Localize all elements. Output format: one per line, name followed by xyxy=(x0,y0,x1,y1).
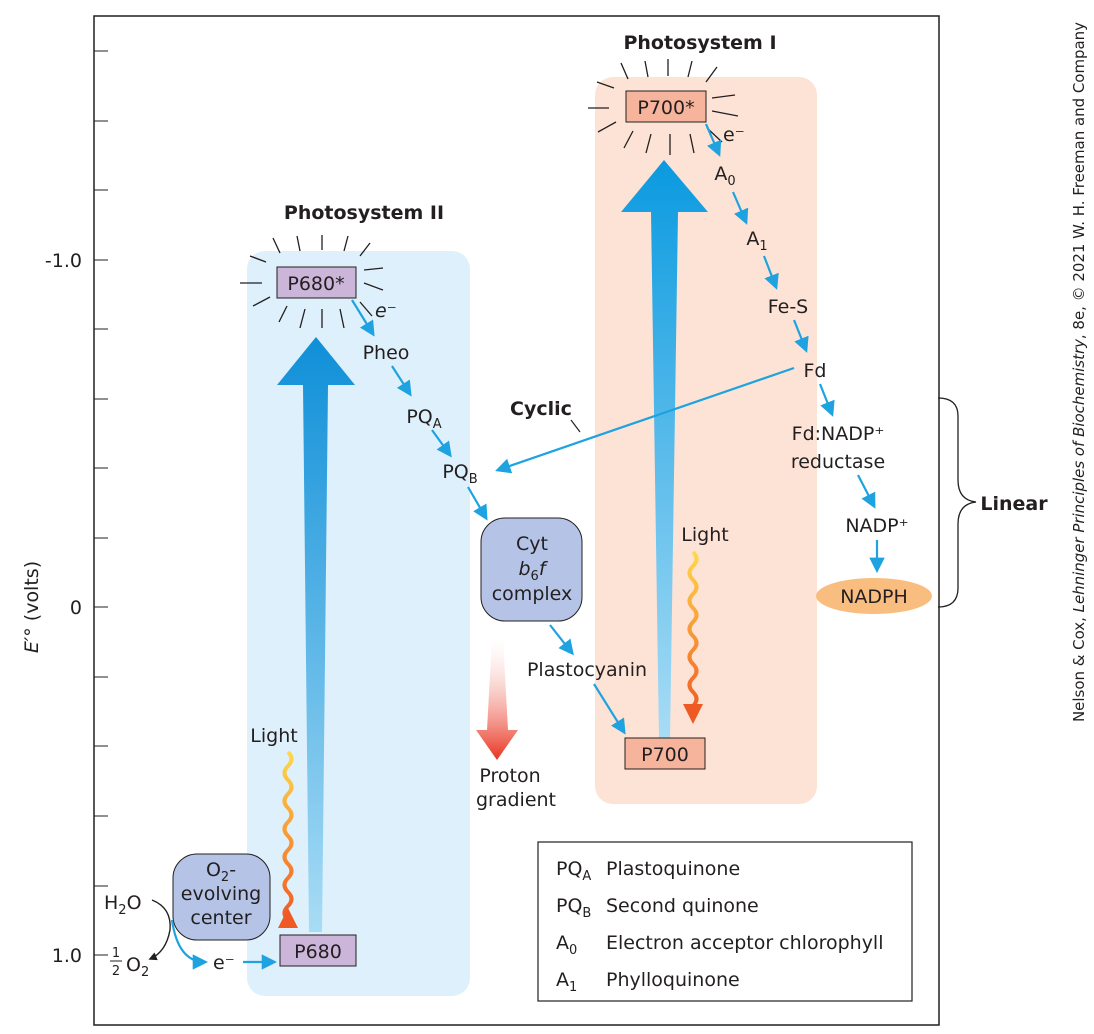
psi-region xyxy=(595,77,817,804)
reductase-label-2: reductase xyxy=(791,451,885,473)
psii-region xyxy=(247,251,470,996)
half-denominator: 2 xyxy=(112,964,120,979)
photosystem-i-title: Photosystem I xyxy=(623,32,776,54)
linear-label: Linear xyxy=(980,493,1048,515)
cyt-b6f-box xyxy=(480,517,583,622)
psi-light-label: Light xyxy=(681,524,728,546)
p680-excited-box xyxy=(276,266,357,299)
pqb-label: PQB xyxy=(442,461,477,487)
psii-light-wave xyxy=(278,750,298,928)
water-oxidation-arrow xyxy=(148,899,171,961)
tick-label-0: 0 xyxy=(70,597,82,619)
a1-label: A1 xyxy=(746,228,767,254)
psi-electron-label: e⁻ xyxy=(723,124,745,146)
svg-text:Plastoquinone: Plastoquinone xyxy=(606,858,740,880)
pqa-label: PQA xyxy=(406,406,441,432)
svg-text:Electron acceptor chlorophyll: Electron acceptor chlorophyll xyxy=(606,932,884,954)
svg-text:Second quinone: Second quinone xyxy=(606,895,759,917)
svg-text:Nelson & Cox, Lehninger Princi: Nelson & Cox, Lehninger Principles of Bi… xyxy=(1070,22,1088,722)
cyt-b6f-label: b6f xyxy=(518,558,548,584)
plastocyanin-label: Plastocyanin xyxy=(527,659,647,681)
fd-label: Fd xyxy=(804,360,827,382)
o2-evolving-center-box xyxy=(172,853,271,941)
svg-text:PQB: PQB xyxy=(556,895,591,921)
p680-box xyxy=(279,934,357,967)
svg-text:E′° (volts): E′° (volts) xyxy=(21,561,43,653)
water-label: H2O xyxy=(104,892,142,918)
electron-flow-arrows xyxy=(170,123,885,970)
psi-light-wave xyxy=(683,550,703,724)
oxygen-label: O2 xyxy=(126,954,149,980)
legend-row: A1 Phylloquinone xyxy=(556,969,740,995)
a0-label: A0 xyxy=(714,163,735,189)
cyt-complex-label: complex xyxy=(492,583,573,605)
svg-text:A1: A1 xyxy=(556,969,577,995)
o2-center-label-1: O2- xyxy=(206,859,236,885)
o2-center-label-3: center xyxy=(190,907,251,929)
reductase-label-1: Fd:NADP⁺ xyxy=(792,423,885,445)
psii-light-label: Light xyxy=(250,725,297,747)
svg-text:PQA: PQA xyxy=(556,858,591,884)
cyclic-label: Cyclic xyxy=(510,398,572,420)
svg-text:Phylloquinone: Phylloquinone xyxy=(606,969,740,991)
psi-excitation-arrow xyxy=(621,160,708,740)
p700-excited-box xyxy=(625,90,707,123)
psii-electron-label: e⁻ xyxy=(375,300,397,322)
psii-bottom-electron-label: e⁻ xyxy=(213,952,235,974)
o2-center-label-2: evolving xyxy=(181,883,261,905)
p700-box xyxy=(624,737,706,770)
linear-brace xyxy=(937,397,977,608)
p680-label: P680 xyxy=(294,941,342,963)
photosystem-ii-title: Photosystem II xyxy=(284,202,444,224)
tick-label-minus-1: -1.0 xyxy=(45,250,82,272)
svg-text:A0: A0 xyxy=(556,932,577,958)
psii-excitation-arrow xyxy=(277,337,355,932)
legend-box xyxy=(537,841,913,1002)
tick-label-1: 1.0 xyxy=(52,945,82,967)
nadp-label: NADP⁺ xyxy=(845,515,908,537)
proton-gradient-arrow xyxy=(476,638,518,760)
legend-row: PQA Plastoquinone xyxy=(556,858,740,884)
credit-line: Nelson & Cox, Lehninger Principles of Bi… xyxy=(1070,22,1088,722)
axis-ticks xyxy=(94,50,108,956)
half-numerator: 1 xyxy=(112,946,120,961)
fes-label: Fe-S xyxy=(768,296,809,318)
legend-row: PQB Second quinone xyxy=(556,895,759,921)
pheo-label: Pheo xyxy=(363,342,410,364)
nadph-label: NADPH xyxy=(840,586,908,608)
proton-gradient-label-1: Proton xyxy=(479,765,540,787)
cyt-label: Cyt xyxy=(516,533,548,555)
p680-excited-label: P680* xyxy=(287,273,344,295)
legend-row: A0 Electron acceptor chlorophyll xyxy=(556,932,884,958)
proton-gradient-label-2: gradient xyxy=(476,789,556,811)
p680-starburst xyxy=(240,235,384,329)
p700-excited-label: P700* xyxy=(637,97,694,119)
nadph-ellipse xyxy=(816,578,932,614)
p700-label: P700 xyxy=(641,744,689,766)
y-axis-label: E′° (volts) xyxy=(21,561,43,653)
cyclic-leader-line xyxy=(570,419,581,433)
